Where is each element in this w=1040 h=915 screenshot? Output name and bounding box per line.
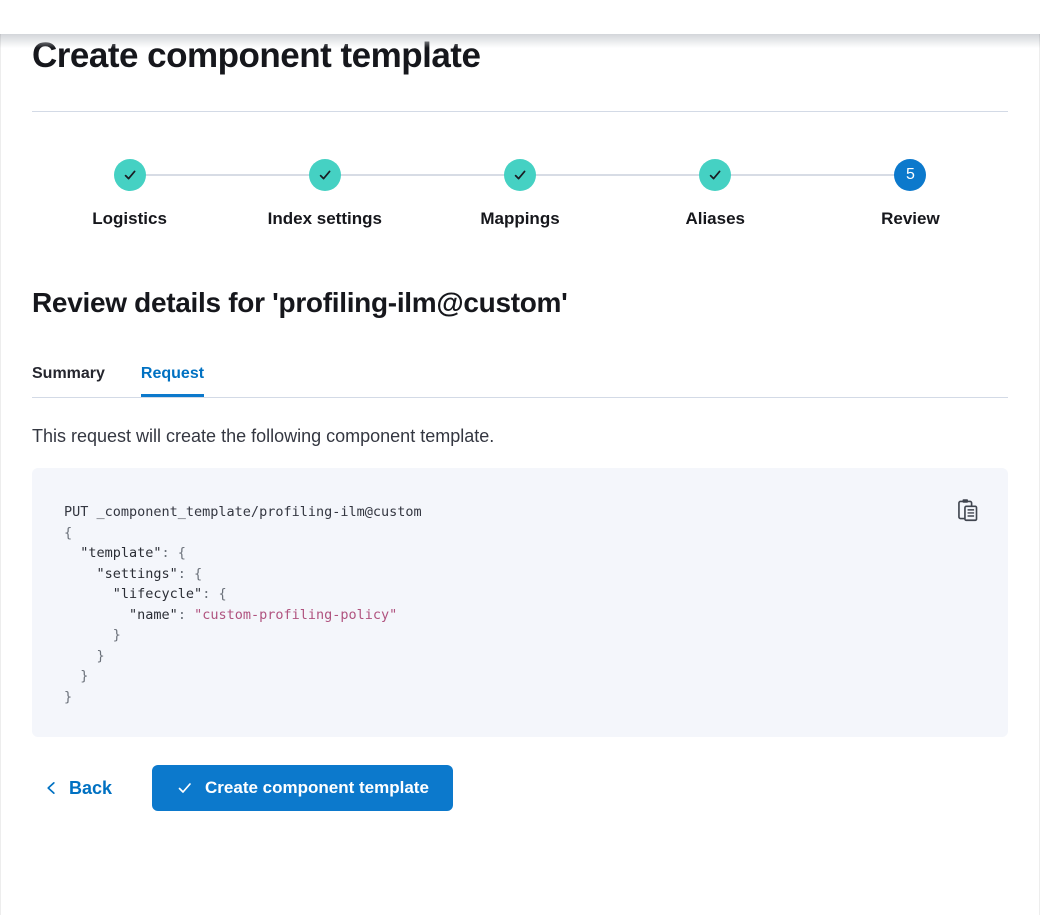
copy-clipboard-icon	[957, 499, 979, 525]
back-button[interactable]: Back	[44, 778, 112, 799]
request-code-block: PUT _component_template/profiling-ilm@cu…	[32, 468, 1008, 737]
code-token-plain	[64, 566, 97, 582]
code-token-punct: {	[64, 524, 73, 541]
step-label: Aliases	[685, 209, 745, 228]
create-component-template-button[interactable]: Create component template	[152, 765, 453, 811]
page-title: Create component template	[32, 36, 481, 75]
step-index-settings[interactable]: Index settings	[227, 159, 422, 229]
create-button-label: Create component template	[205, 778, 429, 797]
step-complete-check-icon	[308, 159, 341, 191]
step-complete-check-icon	[504, 159, 536, 191]
step-aliases[interactable]: Aliases	[618, 159, 813, 229]
step-label: Logistics	[92, 209, 167, 228]
tab-request[interactable]: Request	[141, 365, 204, 397]
check-icon	[176, 780, 194, 796]
code-token-punct: }	[64, 627, 121, 643]
step-label: Mappings	[480, 209, 560, 228]
code-token-string: "custom-profiling-policy"	[194, 606, 398, 623]
chevron-left-icon	[44, 779, 59, 797]
code-token-key: "name"	[129, 606, 178, 623]
back-button-label: Back	[69, 777, 113, 798]
create-component-template-page: Create component template Logistics Index…	[0, 34, 1040, 811]
wizard-footer: Back Create component template	[32, 765, 1008, 811]
step-current-number: 5	[894, 159, 927, 191]
code-token-punct: }	[64, 647, 105, 664]
code-token-key: "template"	[80, 545, 162, 561]
step-label: Review	[881, 209, 940, 228]
step-complete-check-icon	[699, 159, 732, 191]
code-token-punct: }	[64, 668, 89, 684]
code-token-punct: }	[64, 688, 73, 705]
code-token-punct: :	[177, 606, 195, 623]
request-code: PUT _component_template/profiling-ilm@cu…	[64, 502, 976, 707]
request-description: This request will create the following c…	[32, 426, 495, 446]
title-divider	[32, 111, 1008, 112]
copy-to-clipboard-button[interactable]	[956, 498, 980, 524]
code-token-plain	[64, 607, 129, 623]
code-token-plain	[64, 586, 113, 602]
code-token-plain: PUT _component_template/profiling-ilm@cu…	[64, 504, 422, 520]
code-token-punct: : {	[202, 586, 227, 602]
step-label: Index settings	[267, 209, 382, 228]
code-token-punct: : {	[177, 565, 203, 582]
step-complete-check-icon	[113, 159, 146, 191]
code-token-key: "settings"	[96, 565, 178, 582]
review-tabs: Summary Request	[32, 365, 1008, 398]
review-heading: Review details for 'profiling-ilm@custom…	[32, 287, 568, 318]
step-logistics[interactable]: Logistics	[32, 159, 227, 229]
step-mappings[interactable]: Mappings	[422, 159, 617, 229]
code-token-plain	[64, 545, 80, 561]
code-token-key: "lifecycle"	[112, 586, 203, 602]
code-token-punct: : {	[161, 545, 186, 561]
tab-summary[interactable]: Summary	[32, 365, 105, 382]
